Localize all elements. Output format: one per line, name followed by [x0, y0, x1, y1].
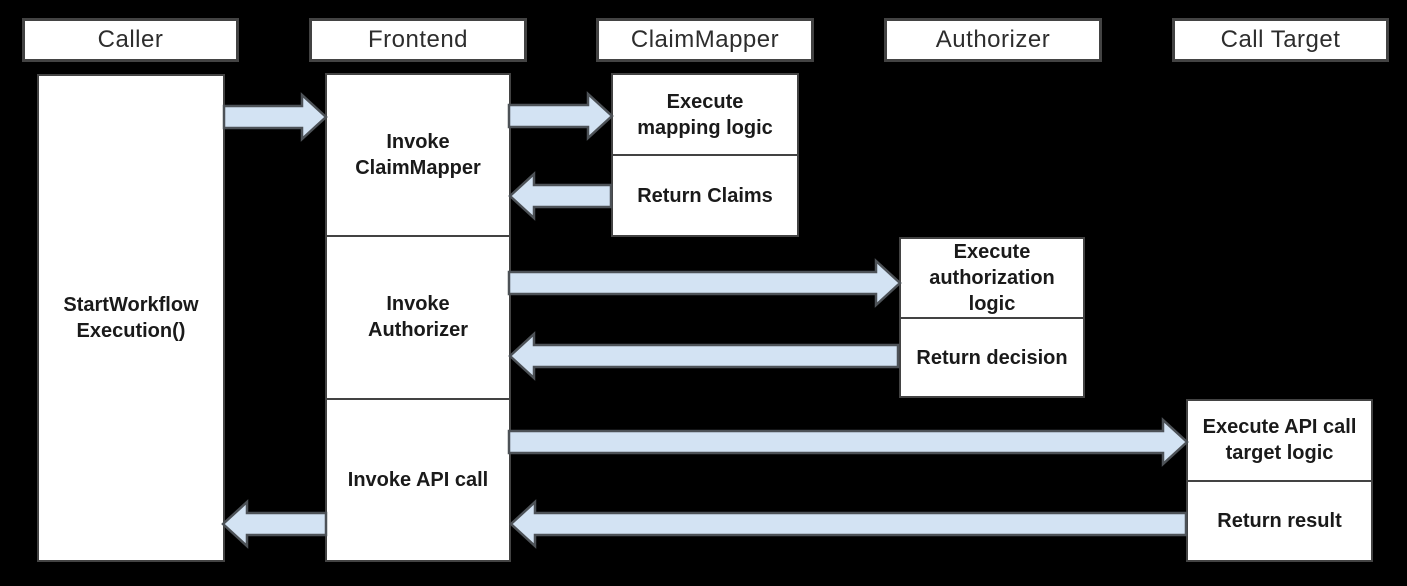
frontend-step-invoke-claimmapper: Invoke ClaimMapper	[355, 131, 481, 180]
arrow-frontend-to-caller	[221, 499, 328, 549]
lane-header-authorizer: Authorizer	[884, 18, 1102, 62]
lane-header-caller: Caller	[22, 18, 239, 62]
arrow-call-target-to-frontend	[509, 499, 1188, 549]
arrow-claimmapper-to-frontend	[508, 171, 613, 221]
arrow-frontend-to-call-target	[507, 417, 1189, 467]
arrow-frontend-to-claimmapper	[507, 91, 614, 141]
arrow-authorizer-to-frontend	[508, 331, 900, 381]
authorizer-step-return-decision: Return decision	[901, 317, 1083, 396]
frontend-step-invoke-authorizer: Invoke Authorizer	[327, 235, 509, 397]
claimmapper-activation-box: Execute mapping logic Return Claims	[611, 73, 799, 237]
caller-activation-box: StartWorkflow Execution()	[37, 74, 225, 562]
claimmapper-step-return-claims: Return Claims	[613, 154, 797, 235]
arrow-frontend-to-authorizer	[507, 258, 902, 308]
frontend-activation-box: Invoke ClaimMapper Invoke Authorizer Inv…	[325, 73, 511, 562]
arrow-caller-to-frontend	[222, 92, 328, 142]
lane-header-claimmapper: ClaimMapper	[596, 18, 814, 62]
authorizer-activation-box: Execute authorization logic Return decis…	[899, 237, 1085, 398]
call-target-step-execute-api-call-target-logic: Execute API call target logic	[1202, 416, 1357, 465]
claimmapper-step-execute-mapping-logic: Execute mapping logic	[637, 90, 773, 139]
lane-header-frontend: Frontend	[309, 18, 527, 62]
caller-activation-label: StartWorkflow Execution()	[63, 294, 199, 342]
frontend-step-invoke-api-call: Invoke API call	[327, 397, 509, 560]
call-target-activation-box: Execute API call target logic Return res…	[1186, 399, 1373, 562]
lane-header-call-target: Call Target	[1172, 18, 1389, 62]
authorizer-step-execute-authorization-logic: Execute authorization logic	[929, 241, 1055, 315]
call-target-step-return-result: Return result	[1188, 479, 1371, 561]
